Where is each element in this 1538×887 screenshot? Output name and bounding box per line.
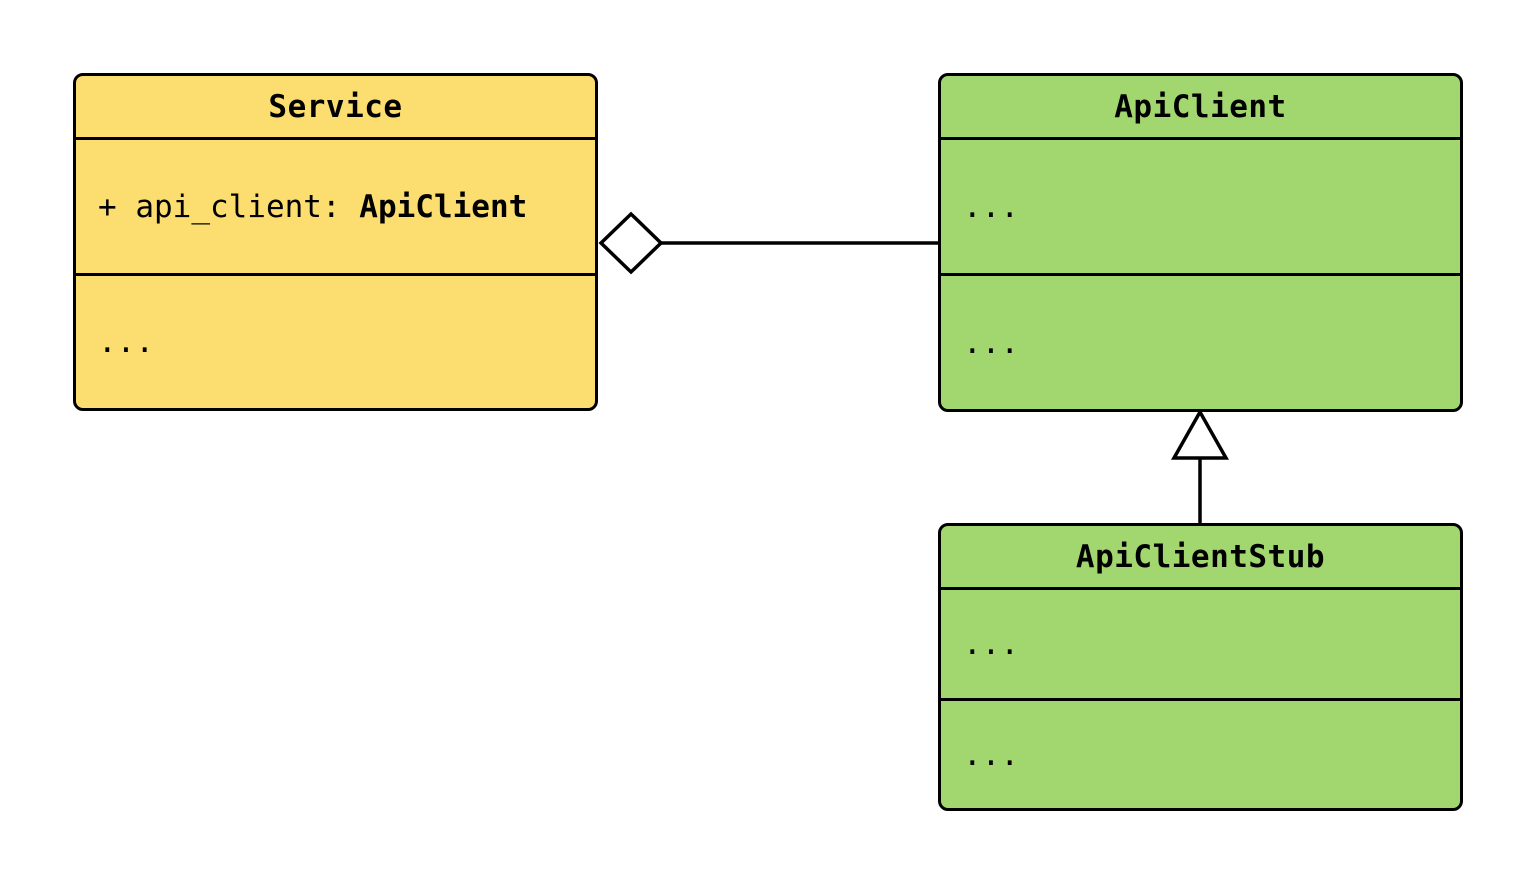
apiclient-methods-placeholder: ...	[963, 324, 1019, 361]
class-box-apiclient: ApiClient ... ...	[938, 73, 1463, 412]
inheritance-triangle-icon	[1171, 408, 1229, 460]
service-methods-section: ...	[76, 273, 595, 408]
service-class-title: Service	[268, 88, 403, 125]
apiclient-class-title: ApiClient	[1114, 88, 1287, 125]
service-attributes-section: + api_client: ApiClient	[76, 137, 595, 273]
service-methods-placeholder: ...	[98, 324, 154, 360]
apiclientstub-attributes-placeholder: ...	[963, 626, 1019, 662]
class-box-apiclientstub: ApiClientStub ... ...	[938, 523, 1463, 811]
aggregation-diamond-icon	[598, 211, 664, 275]
class-box-service: Service + api_client: ApiClient ...	[73, 73, 598, 411]
apiclientstub-attributes-section: ...	[941, 587, 1460, 698]
apiclientstub-class-title: ApiClientStub	[1075, 538, 1326, 575]
service-attribute-api-client: + api_client: ApiClient	[98, 188, 528, 225]
aggregation-connector	[598, 211, 938, 275]
apiclient-attributes-section: ...	[941, 137, 1460, 273]
service-attribute-type: ApiClient	[359, 188, 528, 225]
apiclientstub-methods-placeholder: ...	[963, 736, 1019, 773]
inheritance-connector	[1171, 408, 1229, 523]
apiclient-attributes-placeholder: ...	[963, 188, 1019, 225]
apiclient-methods-section: ...	[941, 273, 1460, 409]
apiclientstub-methods-section: ...	[941, 698, 1460, 808]
